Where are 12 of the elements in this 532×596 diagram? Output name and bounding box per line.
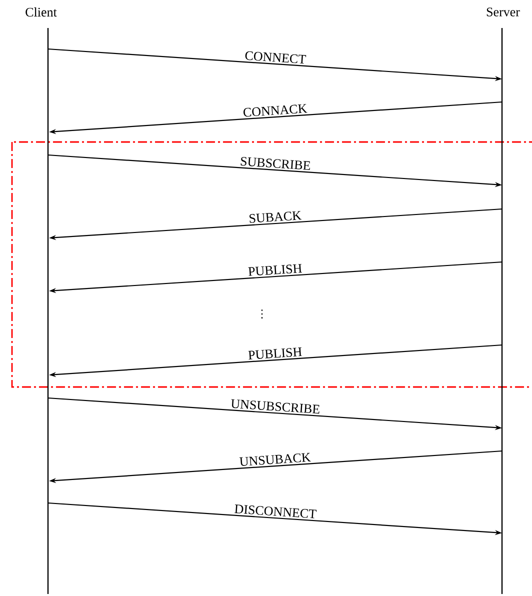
lifeline: Server — [486, 8, 520, 594]
ellipsis: ⋮ — [261, 310, 263, 318]
edge-label: SUBACK — [247, 210, 303, 224]
edge-label: UNSUBACK — [238, 452, 312, 468]
edge-label: PUBLISH — [246, 262, 304, 278]
edge-label: DISCONNECT — [233, 503, 318, 520]
edge-label: CONNACK — [242, 102, 308, 118]
edge-label: UNSUBSCRIBE — [229, 398, 322, 415]
edge-label: CONNECT — [243, 50, 308, 65]
edge-label: PUBLISH — [246, 346, 304, 361]
lifeline: Client — [26, 7, 57, 594]
edge-label: SUBSCRIBE — [238, 156, 312, 172]
